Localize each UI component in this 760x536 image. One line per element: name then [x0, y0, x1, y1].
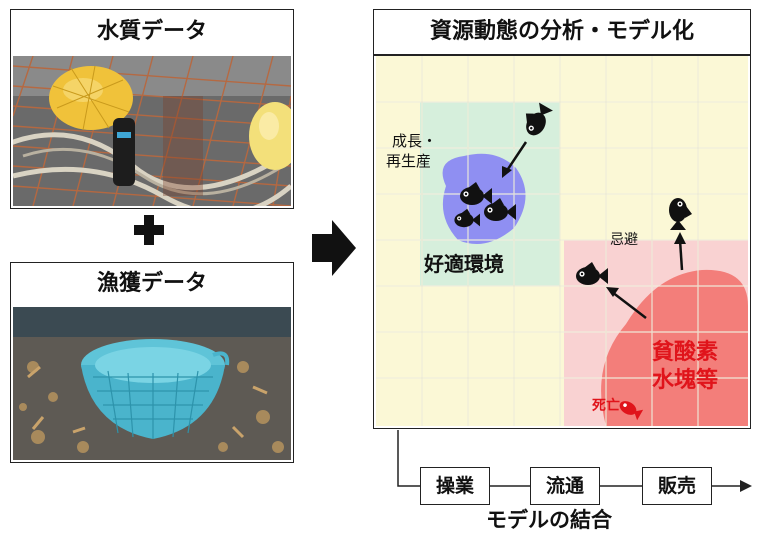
good-environment-blob [442, 153, 526, 244]
growth-label-line1: 成長・ [392, 132, 438, 150]
hypoxia-blob [601, 269, 748, 426]
water-quality-photo [13, 56, 291, 206]
analysis-title: 資源動態の分析・モデル化 [429, 19, 694, 44]
sales-box: 販売 [642, 467, 712, 505]
hypoxia-label-line2: 水塊等 [652, 368, 719, 393]
catch-panel: 漁獲データ [10, 262, 294, 463]
arrow-to-good-env [504, 141, 528, 173]
habitat-grid: 成長・ 再生産 好適環境 忌避 貧酸素 水塊等 死亡 [376, 56, 748, 426]
plus-icon [134, 215, 164, 245]
fish-icon [517, 99, 554, 139]
operation-box: 操業 [420, 467, 490, 505]
distribution-box: 流通 [530, 467, 600, 505]
arrow-escape-up [678, 239, 684, 271]
hypoxia-label-line1: 貧酸素 [652, 340, 719, 365]
catch-title: 漁獲データ [96, 271, 207, 296]
growth-label-line2: 再生産 [386, 152, 432, 170]
catch-photo [13, 307, 291, 460]
good-environment-label: 好適環境 [424, 252, 504, 276]
fish-icon [576, 262, 608, 285]
arrow-to-avoid [611, 291, 647, 319]
water-quality-title: 水質データ [96, 19, 207, 44]
panel-title-divider [373, 54, 751, 56]
dead-fish-icon [619, 401, 644, 421]
model-coupling-caption: モデルの結合 [486, 508, 612, 532]
avoid-label: 忌避 [610, 232, 638, 248]
death-label: 死亡 [592, 398, 620, 414]
right-arrow-icon [312, 220, 356, 276]
water-quality-panel: 水質データ [10, 9, 294, 209]
fish-icon [669, 198, 692, 230]
